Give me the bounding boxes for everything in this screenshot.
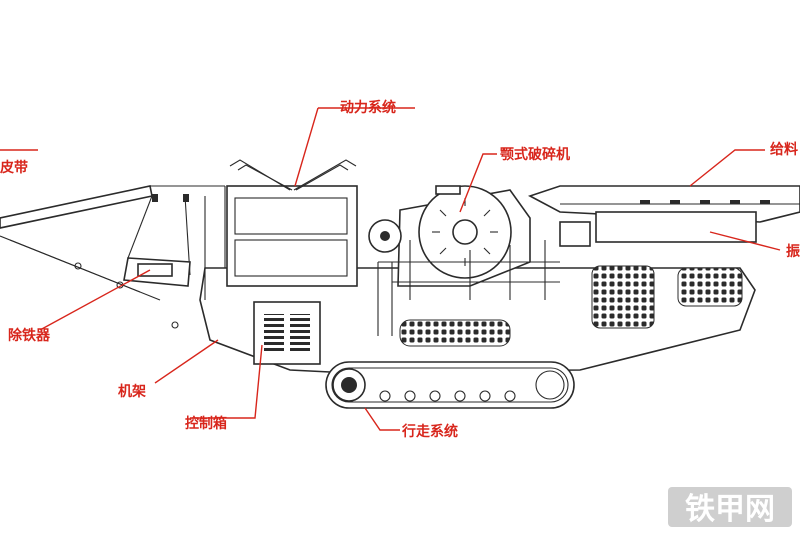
- label-jaw-crusher: 颚式破碎机: [500, 146, 570, 163]
- iron-remover: [123, 194, 191, 287]
- label-iron-remover: 除铁器: [8, 327, 51, 344]
- feeder: [527, 185, 800, 247]
- watermark: 铁甲网: [668, 487, 792, 527]
- label-power-system: 动力系统: [340, 99, 396, 116]
- control-box: [253, 301, 321, 365]
- label-walking-system: 行走系统: [401, 423, 458, 440]
- crawler-track: [325, 361, 575, 409]
- belt-conveyor: [0, 185, 179, 329]
- label-feeder: 给料: [770, 141, 798, 158]
- watermark-text: 铁甲网: [685, 492, 775, 527]
- label-control-box: 控制箱: [185, 415, 227, 432]
- label-vibrating: 振: [786, 243, 800, 260]
- power-unit: [226, 159, 358, 287]
- label-frame: 机架: [118, 383, 146, 400]
- vent-grilles: [399, 265, 743, 347]
- jaw-crusher: [368, 185, 560, 336]
- label-belt: 皮带: [0, 159, 28, 176]
- leader-lines: [0, 107, 781, 431]
